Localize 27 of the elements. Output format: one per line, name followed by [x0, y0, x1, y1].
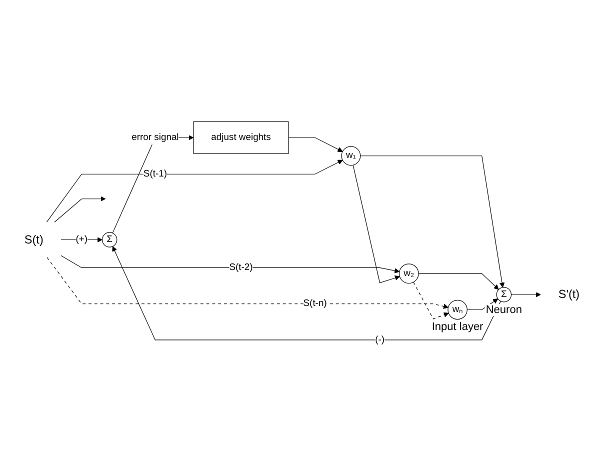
arrow	[418, 273, 499, 290]
arrow	[352, 164, 400, 284]
edge-label: S(t-n)	[303, 298, 327, 309]
edge-label: S(t-1)	[143, 168, 167, 179]
arrow	[54, 196, 106, 223]
edge-label: (+)	[76, 234, 88, 245]
edge-label: (-)	[375, 334, 384, 345]
arrow	[112, 246, 501, 340]
arrow	[60, 256, 400, 274]
edge-label: S(t-2)	[229, 262, 253, 273]
node-text: S(t)	[24, 233, 44, 246]
edge-label: error signal	[132, 132, 179, 142]
node-text: S'(t)	[558, 288, 580, 302]
arrow	[510, 292, 541, 298]
node-circle: Σ	[496, 287, 512, 302]
node-caption: Neuron	[484, 304, 523, 316]
arrow	[360, 156, 505, 288]
node-circle: w₁	[341, 146, 361, 166]
arrow	[413, 282, 449, 320]
node-circle: Σ	[102, 232, 118, 248]
arrow	[46, 160, 343, 223]
node-circle: wₙ	[448, 300, 468, 320]
node-caption: Input layer	[430, 321, 484, 334]
node-box: adjust weights	[193, 122, 289, 154]
arrow	[46, 257, 448, 310]
arrow	[288, 137, 343, 152]
node-circle: w₂	[398, 264, 419, 284]
